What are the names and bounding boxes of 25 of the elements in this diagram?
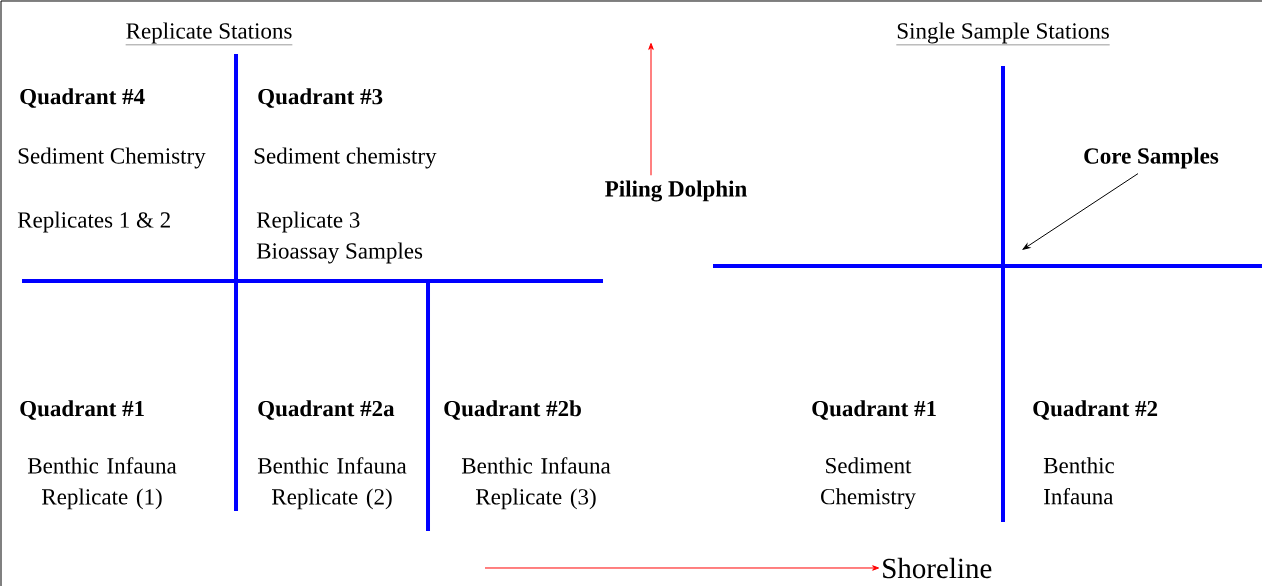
- text-label: Bioassay Samples: [256, 242, 423, 264]
- text-label: Benthic Infauna: [1043, 457, 1115, 505]
- text-label: Sediment Chemistry: [821, 457, 916, 510]
- text-label: Replicate 3: [256, 211, 360, 233]
- quadrant-heading: Quadrant #2a: [258, 400, 395, 420]
- quadrant-heading: Quadrant #2b: [444, 400, 581, 420]
- text-label: Benthic Infauna Replicate (1): [27, 457, 177, 510]
- quadrant-heading: Quadrant #2: [1033, 400, 1158, 420]
- text-label: Core Samples: [1084, 147, 1219, 169]
- text-label: Replicates 1 & 2: [17, 211, 170, 233]
- text-label: Piling Dolphin: [605, 180, 747, 202]
- text-label: Sediment chemistry: [254, 147, 437, 169]
- underlined-heading: Single Sample Stations: [896, 22, 1110, 46]
- text-label: Benthic Infauna Replicate (3): [461, 457, 611, 510]
- arrow: [648, 42, 654, 176]
- quadrant-heading: Quadrant #1: [812, 400, 936, 420]
- text-label: Shoreline: [883, 557, 992, 579]
- leader-line: [1022, 173, 1139, 250]
- text-label: Sediment Chemistry: [18, 147, 206, 169]
- text-label: Benthic Infauna Replicate (2): [257, 457, 407, 510]
- arrow: [484, 565, 880, 571]
- underlined-heading: Replicate Stations: [125, 22, 293, 46]
- quadrant-heading: Quadrant #1: [20, 400, 144, 420]
- quadrant-heading: Quadrant #4: [20, 88, 145, 108]
- quadrant-heading: Quadrant #3: [258, 88, 383, 108]
